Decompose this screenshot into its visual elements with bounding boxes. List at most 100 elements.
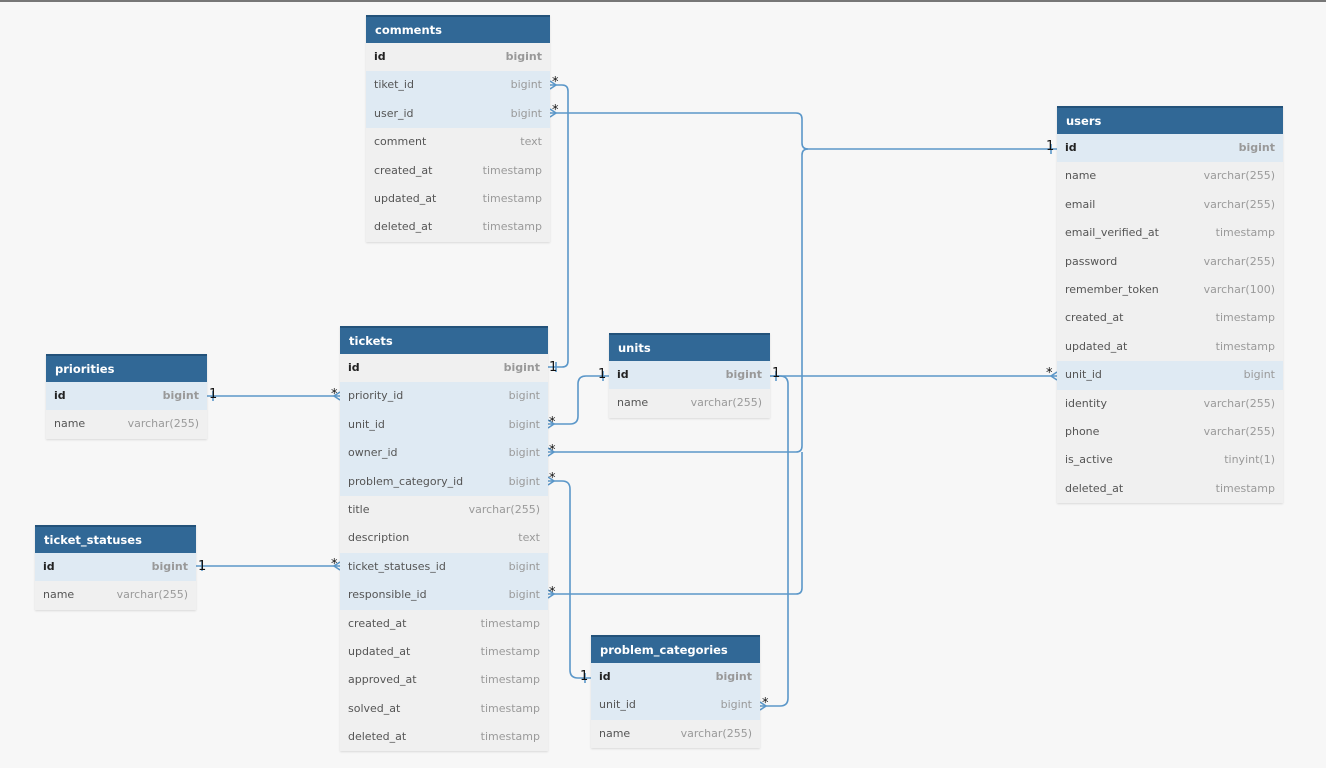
table-header[interactable]: priorities: [46, 354, 207, 382]
field-name: name: [43, 588, 75, 602]
field-type: bigint: [508, 588, 540, 602]
field-row-approved-at[interactable]: approved_at timestamp: [340, 666, 548, 695]
field-type: varchar(255): [468, 502, 540, 516]
field-type: varchar(255): [116, 588, 188, 602]
field-row-name[interactable]: name varchar(255): [35, 581, 196, 610]
table-header[interactable]: tickets: [340, 326, 548, 354]
field-name: deleted_at: [1065, 481, 1124, 495]
field-name: password: [1065, 254, 1118, 268]
field-type: bigint: [508, 474, 540, 488]
field-row-name[interactable]: name varchar(255): [46, 410, 207, 439]
field-type: varchar(255): [127, 417, 199, 431]
field-name: updated_at: [1065, 339, 1128, 353]
field-row-solved-at[interactable]: solved_at timestamp: [340, 694, 548, 724]
field-name: comment: [374, 135, 427, 149]
field-name: priority_id: [348, 389, 404, 403]
field-name: created_at: [1065, 311, 1124, 325]
field-type: timestamp: [480, 673, 540, 687]
field-name: identity: [1065, 396, 1107, 410]
table-priorities[interactable]: priorities id bigint name varchar(255): [46, 354, 207, 439]
field-type: varchar(255): [1203, 254, 1275, 268]
field-type: bigint: [505, 50, 542, 63]
field-name: id: [54, 389, 66, 402]
field-type: varchar(255): [1203, 396, 1275, 410]
table-header[interactable]: units: [609, 333, 770, 361]
field-row-password[interactable]: password varchar(255): [1057, 247, 1283, 276]
field-name: id: [43, 560, 55, 573]
field-name: is_active: [1065, 453, 1113, 467]
field-row-problem-category-id[interactable]: problem_category_id bigint: [340, 467, 548, 496]
field-row-deleted-at[interactable]: deleted_at timestamp: [1057, 474, 1283, 504]
field-name: unit_id: [599, 698, 636, 712]
table-header[interactable]: problem_categories: [591, 635, 760, 663]
field-name: name: [617, 396, 649, 410]
field-name: name: [54, 417, 86, 431]
field-type: timestamp: [1215, 311, 1275, 325]
field-type: bigint: [508, 446, 540, 460]
table-header[interactable]: comments: [366, 15, 550, 43]
field-row-created-at[interactable]: created_at timestamp: [1057, 304, 1283, 333]
field-name: id: [374, 50, 386, 63]
field-name: problem_category_id: [348, 474, 464, 488]
field-row-id[interactable]: id bigint: [366, 43, 550, 72]
field-type: timestamp: [480, 701, 540, 715]
field-type: timestamp: [1215, 481, 1275, 495]
field-row-identity[interactable]: identity varchar(255): [1057, 389, 1283, 418]
field-type: varchar(255): [1203, 197, 1275, 211]
field-name: updated_at: [374, 191, 437, 205]
field-row-owner-id[interactable]: owner_id bigint: [340, 439, 548, 468]
field-name: ticket_statuses_id: [348, 559, 446, 573]
field-type: timestamp: [482, 163, 542, 177]
table-header[interactable]: users: [1057, 106, 1283, 134]
field-name: approved_at: [348, 673, 417, 687]
field-type: varchar(100): [1203, 282, 1275, 296]
table-header[interactable]: ticket_statuses: [35, 525, 196, 553]
field-name: created_at: [348, 616, 407, 630]
field-type: bigint: [162, 389, 199, 402]
field-type: varchar(255): [1203, 169, 1275, 183]
field-type: timestamp: [480, 730, 540, 744]
field-name: solved_at: [348, 701, 401, 715]
field-row-id[interactable]: id bigint: [46, 382, 207, 411]
field-type: timestamp: [480, 644, 540, 658]
field-name: owner_id: [348, 446, 398, 460]
